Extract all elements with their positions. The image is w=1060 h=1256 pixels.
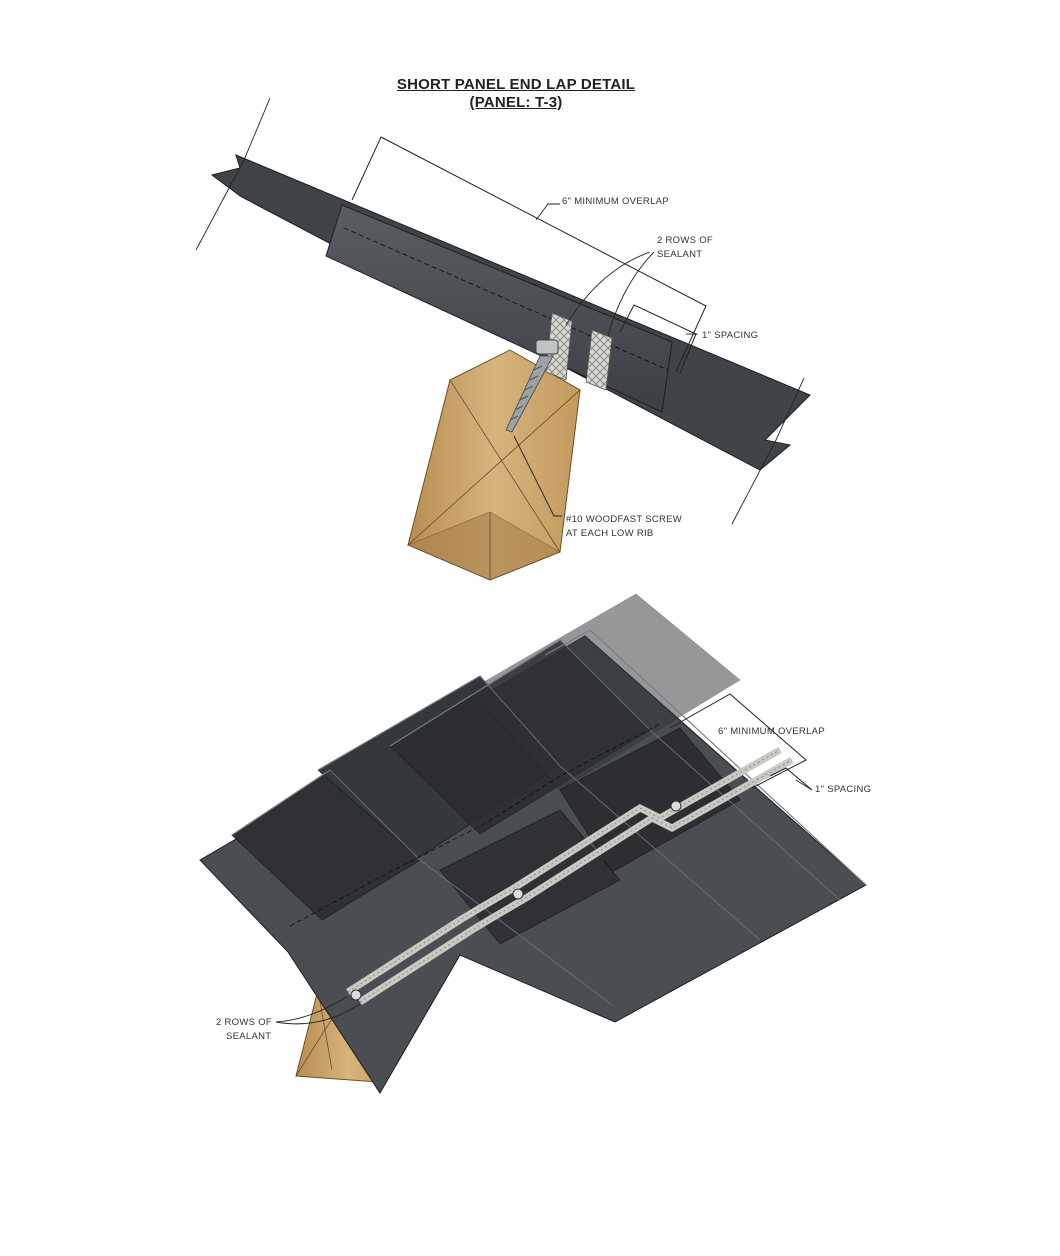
break-line-left [195, 97, 271, 251]
iso-spacing-label: 1" SPACING [815, 784, 871, 795]
top-spacing-dimension [619, 304, 697, 374]
top-sealant-leader [565, 251, 655, 337]
top-screw-label-line1: #10 WOODFAST SCREW [566, 514, 682, 525]
top-overlap-label: 6" MINIMUM OVERLAP [562, 196, 669, 207]
break-line-right [731, 377, 805, 525]
iso-overlap-dimension [669, 693, 807, 789]
iso-overlap-label: 6" MINIMUM OVERLAP [718, 726, 825, 737]
panel-subtitle: (PANEL: T-3) [469, 94, 563, 111]
upper-overlap-panel [325, 204, 673, 413]
sealant-beads [545, 312, 613, 391]
woodfast-screw [505, 339, 559, 433]
top-section-detail: 6" MINIMUM OVERLAP 2 ROWS OF SEALANT 1" … [195, 97, 811, 581]
top-screw-label-line2: AT EACH LOW RIB [566, 528, 654, 539]
top-sealant-label-line2: SEALANT [657, 249, 702, 260]
top-overlap-dimension [351, 136, 707, 373]
top-screw-leader [513, 435, 562, 517]
iso-spacing-dimension [769, 767, 813, 791]
iso-sealant-label-line1: 2 ROWS OF [216, 1017, 272, 1028]
iso-sealant-strips [346, 746, 794, 1005]
top-spacing-label: 1" SPACING [702, 330, 758, 341]
isometric-panel-detail: 6" MINIMUM OVERLAP 1" SPACING 2 ROWS OF … [199, 593, 871, 1094]
wood-purlin [406, 349, 581, 581]
detail-title: SHORT PANEL END LAP DETAIL [396, 76, 636, 93]
iso-sealant-label-line2: SEALANT [226, 1031, 271, 1042]
top-sealant-label-line1: 2 ROWS OF [657, 235, 713, 246]
iso-sealant-leader [275, 995, 361, 1025]
